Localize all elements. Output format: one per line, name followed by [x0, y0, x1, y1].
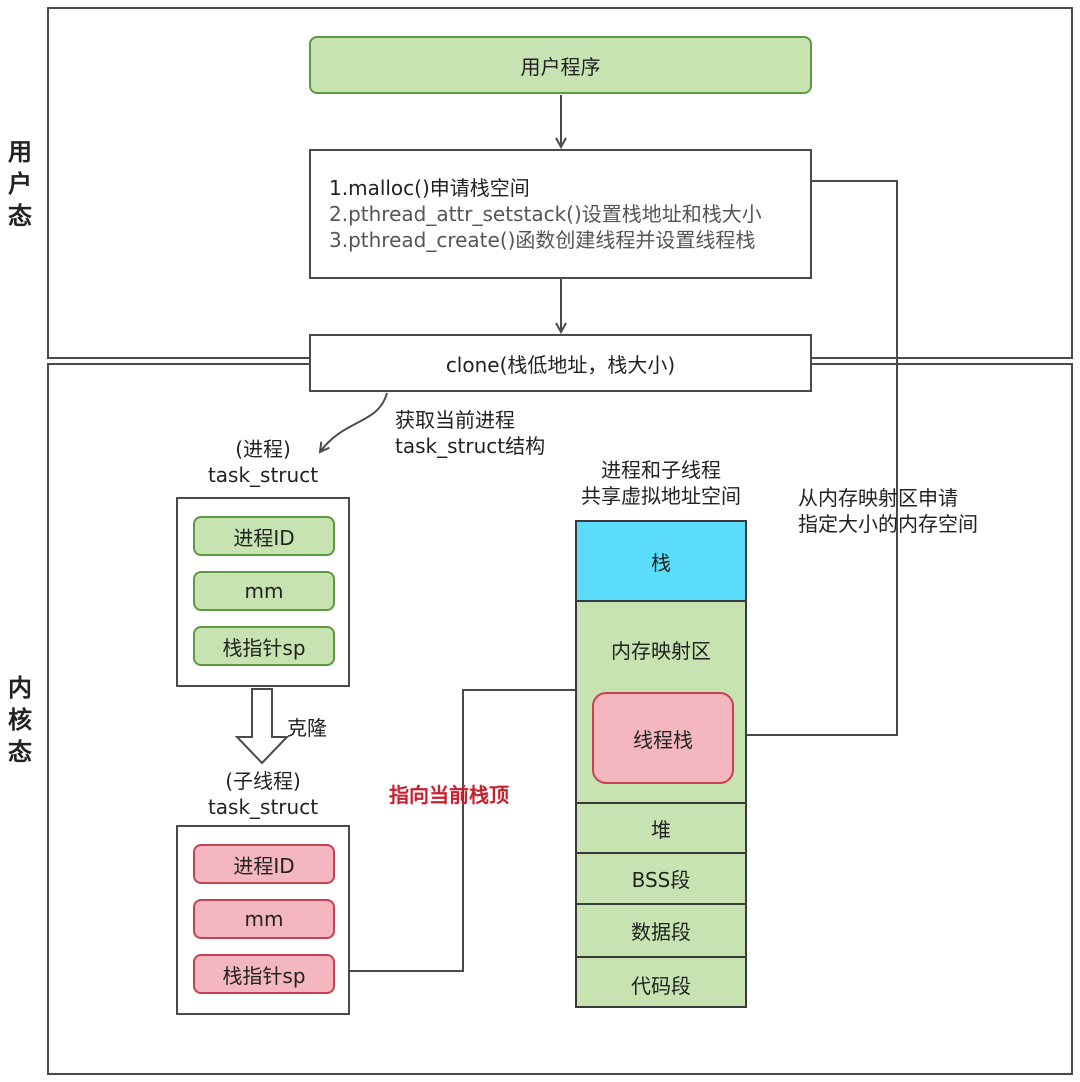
segment-code: 代码段: [577, 956, 745, 1006]
user-program-box: 用户程序: [309, 36, 812, 94]
parent-task-struct: 进程ID mm 栈指针sp: [176, 497, 350, 687]
clone-label: 克隆: [287, 716, 327, 740]
clone-hollow-arrow: [234, 688, 290, 765]
child-task-struct: 进程ID mm 栈指针sp: [176, 825, 350, 1015]
child-field-sp: 栈指针sp: [193, 954, 335, 994]
mmap-label: 内存映射区: [611, 639, 711, 663]
step-3: 3.pthread_create()函数创建线程并设置线程栈: [329, 228, 756, 252]
shared-space-title: 进程和子线程 共享虚拟地址空间: [581, 458, 741, 508]
stack-top-label: 指向当前栈顶: [389, 783, 509, 807]
step-2: 2.pthread_attr_setstack()设置栈地址和栈大小: [329, 202, 762, 226]
arrow-clone-to-task: [320, 392, 388, 452]
user-mode-label: 用 户 态: [8, 138, 32, 230]
kernel-mode-label: 内 核 态: [8, 674, 32, 766]
segment-mmap: 内存映射区 线程栈: [577, 600, 745, 802]
arrow-threadstack-to-steps: [733, 181, 898, 736]
thread-stack-box: 线程栈: [592, 692, 734, 784]
segment-data: 数据段: [577, 903, 745, 956]
step-1: 1.malloc()申请栈空间: [329, 176, 530, 200]
steps-box: 1.malloc()申请栈空间 2.pthread_attr_setstack(…: [309, 149, 812, 279]
mmap-request-label: 从内存映射区申请 指定大小的内存空间: [798, 486, 978, 536]
segment-stack: 栈: [577, 522, 745, 600]
arrow-sp-to-threadstack: [333, 690, 588, 972]
segment-heap: 堆: [577, 802, 745, 852]
parent-field-sp: 栈指针sp: [193, 626, 335, 666]
parent-field-mm: mm: [193, 571, 335, 611]
get-current-label: 获取当前进程 task_struct结构: [395, 408, 546, 458]
virtual-address-space: 栈 内存映射区 线程栈 堆 BSS段 数据段 代码段: [575, 520, 747, 1008]
child-task-title: (子线程) task_struct: [207, 769, 319, 819]
clone-call-box: clone(栈低地址，栈大小): [309, 334, 812, 392]
parent-field-pid: 进程ID: [193, 516, 335, 556]
parent-task-title: (进程) task_struct: [207, 437, 319, 487]
child-field-pid: 进程ID: [193, 844, 335, 884]
child-field-mm: mm: [193, 899, 335, 939]
segment-bss: BSS段: [577, 852, 745, 903]
